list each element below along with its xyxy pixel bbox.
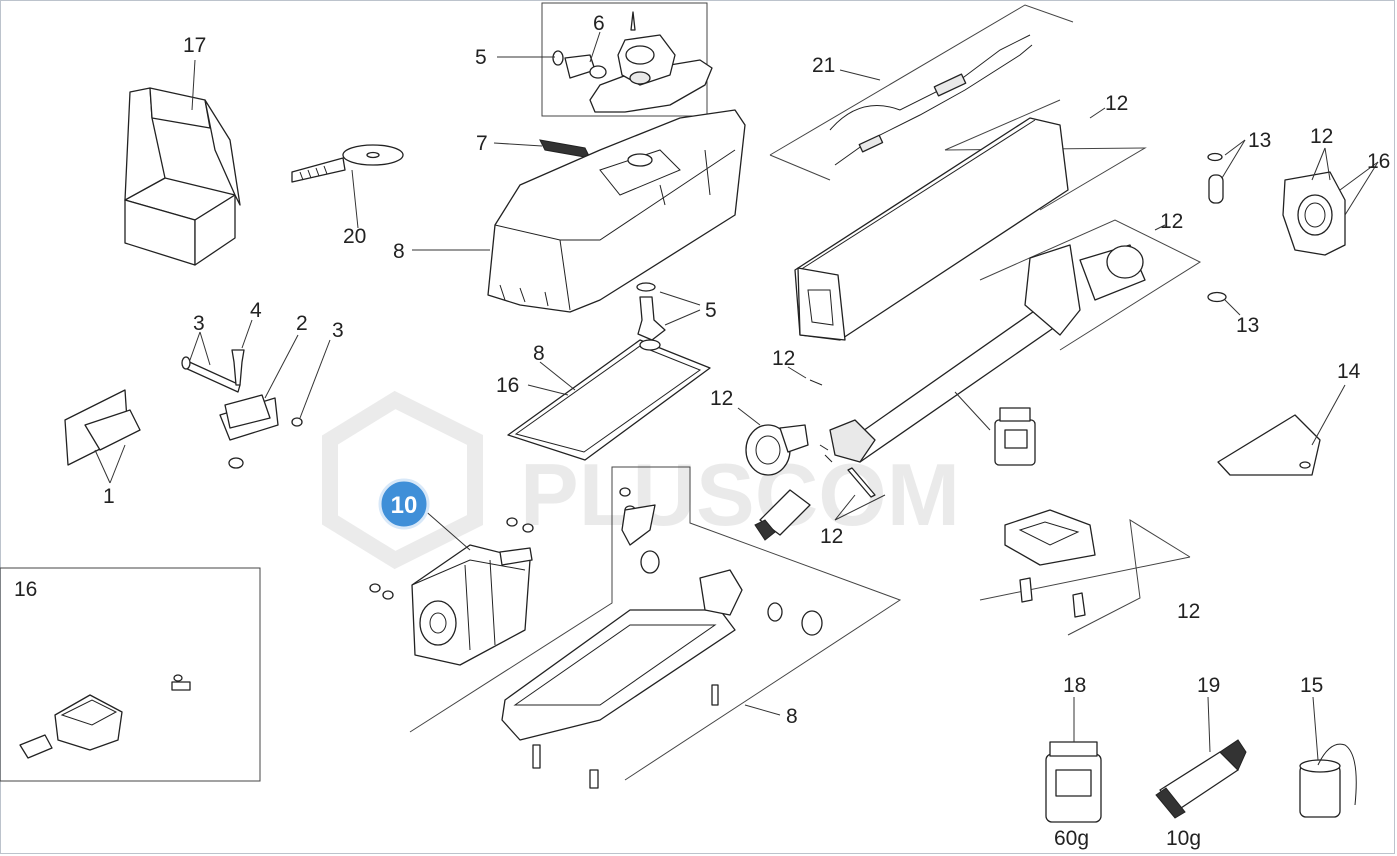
label-13: 13: [1236, 314, 1259, 337]
part-18-grease-jar[interactable]: [1045, 697, 1102, 823]
label-3: 3: [332, 319, 344, 342]
part-12-rod[interactable]: [834, 467, 886, 521]
part-16-inset[interactable]: [0, 567, 261, 782]
label-14: 14: [1337, 360, 1361, 383]
label-12: 12: [1310, 125, 1333, 148]
watermark-text: PLUSCOM: [520, 445, 960, 544]
label-6: 6: [593, 12, 605, 35]
part-14-bracket[interactable]: [1217, 384, 1346, 476]
label-12: 12: [820, 525, 843, 548]
part-7-gasket[interactable]: [493, 139, 591, 159]
watermark: PLUSCOM: [322, 390, 960, 570]
part-5-6-group[interactable]: [497, 2, 713, 117]
grease-jar-small[interactable]: [954, 391, 1036, 466]
label-2: 2: [296, 312, 308, 335]
nut[interactable]: [228, 457, 244, 469]
label-4: 4: [250, 299, 262, 322]
part-12-16-bracket[interactable]: [1282, 147, 1379, 256]
label-5: 5: [705, 299, 717, 322]
part-12-gear[interactable]: [737, 407, 809, 476]
part-12-screw[interactable]: [787, 366, 823, 386]
part-10-motor[interactable]: [411, 507, 533, 666]
label-8: 8: [393, 240, 405, 263]
label-15: 15: [1300, 674, 1323, 697]
part-12-clamp[interactable]: [979, 509, 1191, 636]
label-13: 13: [1248, 129, 1271, 152]
label-7: 7: [476, 132, 488, 155]
weight-label-10g: 10g: [1166, 827, 1201, 850]
label-12: 12: [772, 347, 795, 370]
label-12: 12: [710, 387, 733, 410]
badge-number: 10: [391, 492, 418, 519]
part-12-shaft[interactable]: [819, 219, 1202, 463]
label-16: 16: [496, 374, 519, 397]
part-8-base[interactable]: [409, 466, 902, 789]
part-4-bolt[interactable]: [231, 319, 253, 386]
label-19: 19: [1197, 674, 1220, 697]
label-20: 20: [343, 225, 366, 248]
part-17-box[interactable]: [124, 59, 241, 266]
weight-label-60g: 60g: [1054, 827, 1089, 850]
part-2-hinge[interactable]: [219, 334, 299, 441]
part-3-washer[interactable]: [291, 339, 331, 427]
callout-labels: 17 20 5 6 7 8 21 12 13 12 16 12 13 5 8 1…: [14, 12, 1390, 850]
part-3-rod[interactable]: [181, 331, 241, 393]
part-13-washer[interactable]: [1207, 291, 1241, 316]
part-5-pin[interactable]: [636, 282, 701, 341]
part-1-plate[interactable]: [64, 389, 141, 484]
part-21-wiring[interactable]: [769, 4, 1074, 181]
part-12-housing[interactable]: [794, 99, 1147, 341]
label-8: 8: [533, 342, 545, 365]
label-12: 12: [1160, 210, 1183, 233]
part-20-key[interactable]: [291, 144, 404, 229]
label-17: 17: [183, 34, 206, 57]
highlight-badge[interactable]: 10: [378, 478, 430, 530]
part-8-16-gasket[interactable]: [507, 339, 711, 461]
part-19-grease-tube[interactable]: [1155, 696, 1247, 819]
label-5: 5: [475, 46, 487, 69]
part-15-capacitor[interactable]: [1299, 696, 1357, 818]
grease-tube-small[interactable]: [754, 489, 811, 541]
label-8: 8: [786, 705, 798, 728]
label-16: 16: [14, 578, 37, 601]
label-3: 3: [193, 312, 205, 335]
label-12: 12: [1105, 92, 1128, 115]
label-18: 18: [1063, 674, 1086, 697]
label-16: 16: [1367, 150, 1390, 173]
part-8-cover[interactable]: [412, 109, 746, 313]
label-1: 1: [103, 485, 115, 508]
label-21: 21: [812, 54, 835, 77]
label-12: 12: [1177, 600, 1200, 623]
part-13-pin[interactable]: [1207, 139, 1246, 204]
